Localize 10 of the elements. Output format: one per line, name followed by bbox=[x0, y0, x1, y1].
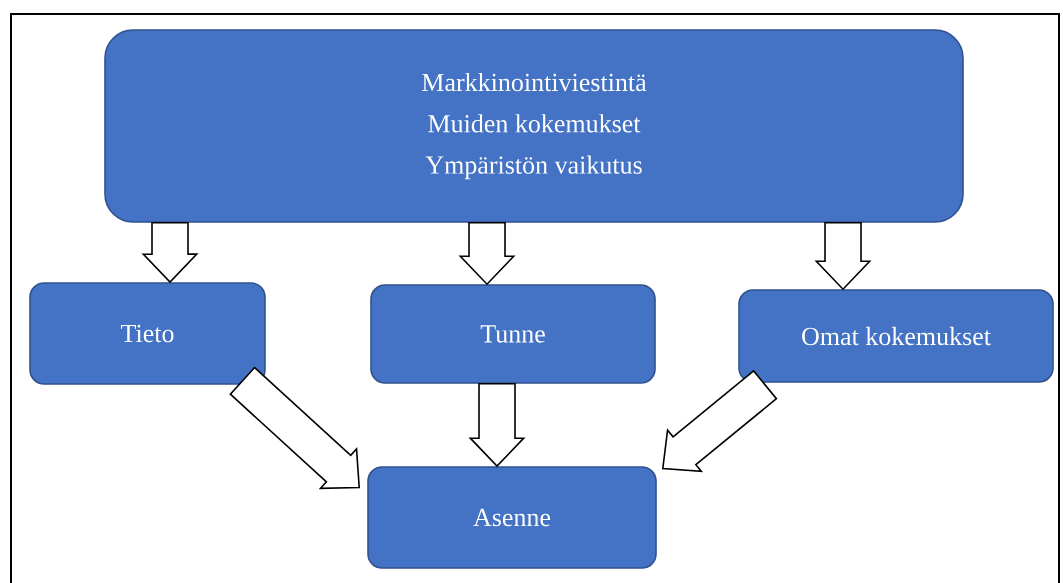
process-box: Tunne bbox=[370, 284, 656, 384]
block-arrow bbox=[814, 222, 872, 291]
process-box: Tieto bbox=[29, 282, 266, 385]
process-box: Omat kokemukset bbox=[738, 289, 1054, 383]
block-arrow bbox=[458, 222, 516, 286]
block-arrow bbox=[141, 222, 199, 284]
process-box: Asenne bbox=[367, 466, 657, 569]
block-arrow bbox=[468, 383, 526, 468]
process-box: Markkinointiviestintä Muiden kokemukset Ympäristön vaikutus bbox=[104, 29, 964, 223]
block-arrow bbox=[229, 366, 361, 490]
